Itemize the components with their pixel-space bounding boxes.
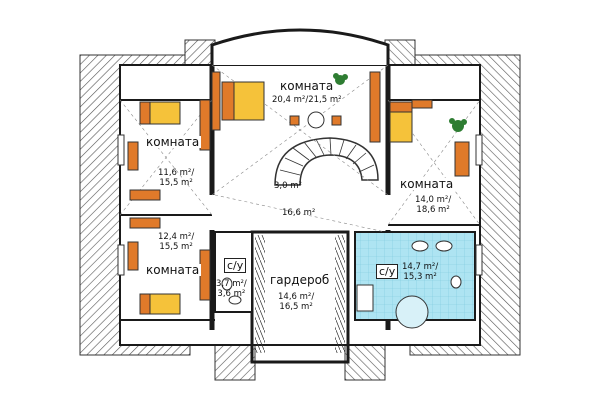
left-upper-cabinet: [129, 189, 161, 201]
left-wc-label: с/у: [224, 258, 247, 273]
left-lower-desk: [127, 241, 139, 271]
top-bedroom-area: 20,4 m²/21,5 m²: [272, 95, 342, 105]
left-upper-bedroom-area-a: 11,6 m²/: [158, 168, 195, 178]
sink-1: [411, 240, 429, 252]
top-bay: [210, 28, 390, 65]
right-wc-label: с/у: [376, 264, 399, 279]
toilet-right: [450, 275, 462, 289]
wardrobe-rail-left: [255, 235, 265, 353]
left-wc-area-b: 3,6 m²: [217, 289, 246, 299]
left-upper-bedroom-area: 11,6 m²/ 15,5 m²: [158, 168, 194, 188]
stair-area: 3,0 m²: [274, 181, 302, 191]
top-wardrobe-right: [369, 71, 381, 143]
top-bedroom-area-b: 21,5 m²: [308, 95, 342, 105]
right-bedroom-label: комната: [398, 177, 456, 191]
top-bedroom-area-a: 20,4 m²/: [272, 95, 309, 105]
toilet-left: [221, 277, 233, 291]
sink-2: [435, 240, 453, 252]
left-lower-bedroom-label: комната: [144, 263, 202, 277]
left-lower-wardrobe: [199, 249, 211, 301]
left-lower-bedroom-area-b: 15,5 m²: [159, 242, 193, 252]
roof-bottom-left: [214, 339, 256, 381]
top-wardrobe-left: [211, 71, 221, 131]
left-wc-area-a: 3,7 m²/: [216, 279, 247, 289]
right-wc-area-a: 14,7 m²/: [402, 262, 439, 272]
wardrobe-rail-right: [335, 235, 345, 353]
plant-right: [449, 118, 467, 132]
top-table: [307, 111, 325, 129]
plant-top: [333, 73, 348, 85]
top-bedroom-label: комната: [278, 79, 336, 93]
sink-left: [228, 295, 242, 305]
wardrobe-area-a: 14,6 m²/: [278, 292, 315, 302]
left-lower-bedroom-area-a: 12,4 m²/: [158, 232, 195, 242]
right-bedroom-area-b: 18,6 m²: [416, 205, 450, 215]
left-wc-area: 3,7 m²/ 3,6 m²: [216, 279, 247, 299]
wardrobe-label: гардероб: [268, 273, 332, 287]
wardrobe-area-b: 16,5 m²: [279, 302, 313, 312]
right-wc-area: 14,7 m²/ 15,3 m²: [402, 262, 438, 282]
right-bedroom-area-a: 14,0 m²/: [415, 195, 452, 205]
right-bedroom-area: 14,0 m²/ 18,6 m²: [415, 195, 451, 215]
bathtub: [395, 295, 429, 329]
right-cabinet: [411, 99, 433, 109]
left-upper-bedroom-label: комната: [144, 135, 202, 149]
right-wc-area-b: 15,3 m²: [403, 272, 437, 282]
hall-area: 16,6 m²: [282, 208, 316, 218]
left-upper-wardrobe: [199, 99, 211, 151]
shower: [356, 284, 374, 312]
left-upper-desk: [127, 141, 139, 171]
roof-bottom-right: [344, 339, 386, 381]
wardrobe-area: 14,6 m²/ 16,5 m²: [278, 292, 314, 312]
left-lower-bedroom-area: 12,4 m²/ 15,5 m²: [158, 232, 194, 252]
left-lower-cabinet: [129, 217, 161, 229]
left-upper-bedroom-area-b: 15,5 m²: [159, 178, 193, 188]
right-desk: [454, 141, 470, 177]
